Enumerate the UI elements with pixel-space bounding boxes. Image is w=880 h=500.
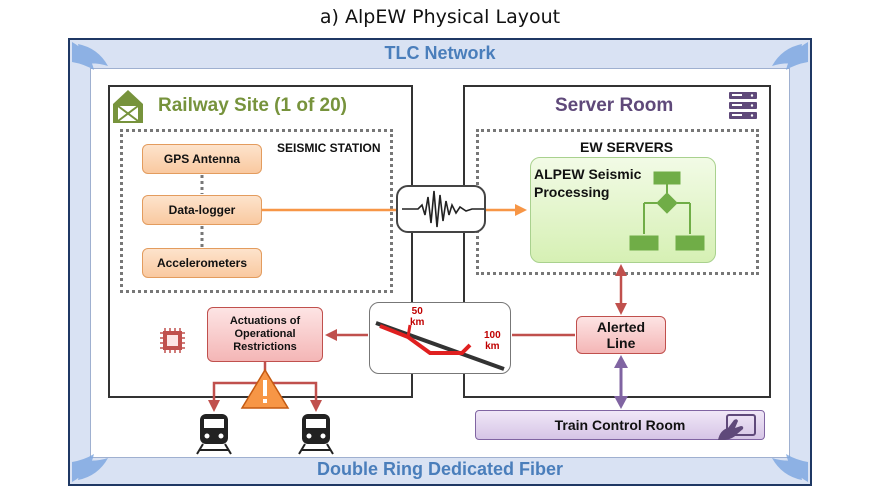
- km-50-value: 50: [411, 306, 423, 317]
- corner-wave-bottom-right: [772, 454, 808, 482]
- actuation-line-2: Operational: [234, 328, 296, 340]
- corner-wave-top-right: [772, 42, 808, 70]
- km-100-unit: km: [485, 341, 500, 352]
- accelerometers-box: Accelerometers: [142, 248, 262, 278]
- processing-line-1: ALPEW Seismic: [534, 166, 642, 182]
- gps-antenna-box: GPS Antenna: [142, 144, 262, 174]
- seismic-processing-label: ALPEW Seismic Processing: [534, 165, 644, 201]
- km-50-unit: km: [410, 317, 425, 328]
- corner-wave-top-left: [72, 42, 108, 70]
- railway-map-box: [369, 302, 511, 374]
- railway-map-icon: [375, 321, 505, 371]
- km-100-label: 100 km: [484, 330, 501, 352]
- server-room-title: Server Room: [555, 95, 674, 116]
- seismogram-box: [396, 185, 486, 233]
- actuation-line-3: Restrictions: [233, 341, 297, 353]
- processing-line-2: Processing: [534, 184, 610, 200]
- train-control-room-box: Train Control Room: [475, 410, 765, 440]
- actuation-line-1: Actuations of: [229, 315, 301, 327]
- train-control-room-label: Train Control Room: [554, 417, 686, 433]
- tlc-network-label: TLC Network: [384, 43, 496, 63]
- km-100-value: 100: [484, 330, 501, 341]
- actuations-box: Actuations of Operational Restrictions: [207, 307, 323, 362]
- figure-title: a) AlpEW Physical Layout: [319, 6, 561, 28]
- data-logger-label: Data-logger: [168, 203, 236, 217]
- data-logger-box: Data-logger: [142, 195, 262, 225]
- gps-antenna-label: GPS Antenna: [163, 152, 241, 166]
- alerted-line-box: Alerted Line: [576, 316, 666, 354]
- km-50-label: 50 km: [410, 306, 424, 328]
- ew-servers-label: EW SERVERS: [580, 139, 674, 155]
- railway-site-title: Railway Site (1 of 20): [158, 95, 348, 116]
- seismogram-icon: [402, 190, 484, 228]
- seismic-station-label: SEISMIC STATION: [277, 141, 381, 155]
- alerted-line-2: Line: [606, 335, 636, 351]
- fiber-label: Double Ring Dedicated Fiber: [316, 459, 564, 479]
- accelerometers-label: Accelerometers: [156, 256, 248, 270]
- corner-wave-bottom-left: [72, 454, 108, 482]
- alerted-line-1: Alerted: [596, 319, 646, 335]
- seismic-processing-box: [530, 157, 716, 263]
